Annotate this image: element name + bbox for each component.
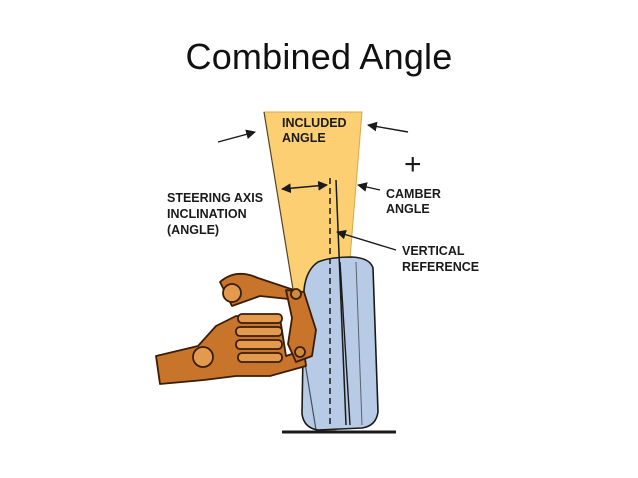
tire [301,256,379,431]
included-angle-left-arrow [217,129,256,143]
label-included-angle: INCLUDED ANGLE [282,116,350,145]
vertical-reference-arrow [336,229,397,251]
positive-camber-sign: + [404,148,422,181]
sai-arrow [281,180,328,194]
camber-line [335,179,347,426]
camber-arrow [357,182,381,192]
slide-title: Combined Angle [185,36,453,77]
label-vertical-reference: VERTICAL REFERENCE [402,244,479,274]
included-angle-right-arrow [367,121,409,133]
steering-axis-line [263,111,317,431]
label-steering-axis-inclination: STEERING AXIS INCLINATION (ANGLE) [167,191,267,237]
label-camber-angle: CAMBER ANGLE [386,187,444,216]
suspension-assembly [155,272,317,385]
